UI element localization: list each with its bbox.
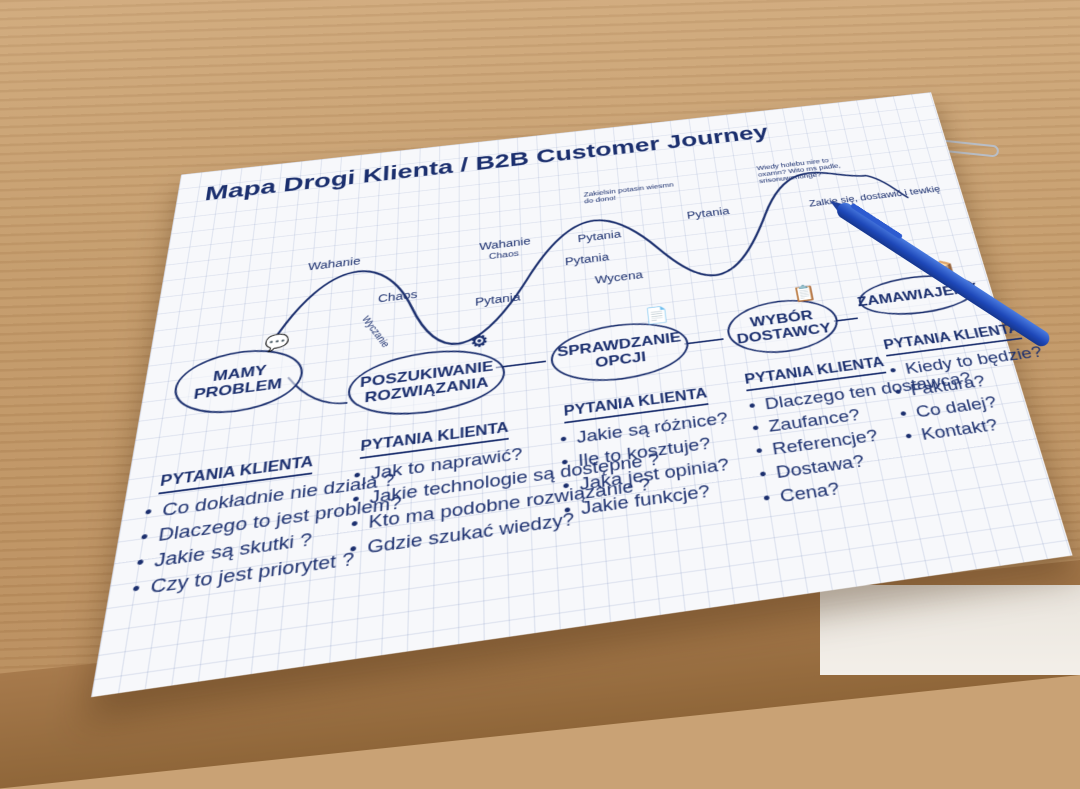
document-icon: 📄 xyxy=(644,305,670,326)
clipboard-icon: 📋 xyxy=(791,284,818,304)
people-chat-icon: 💬 xyxy=(263,332,291,354)
stage-label: WYBÓR DOSTAWCY xyxy=(735,307,833,347)
floor xyxy=(820,585,1080,675)
network-icon: ⚙ xyxy=(470,331,489,352)
